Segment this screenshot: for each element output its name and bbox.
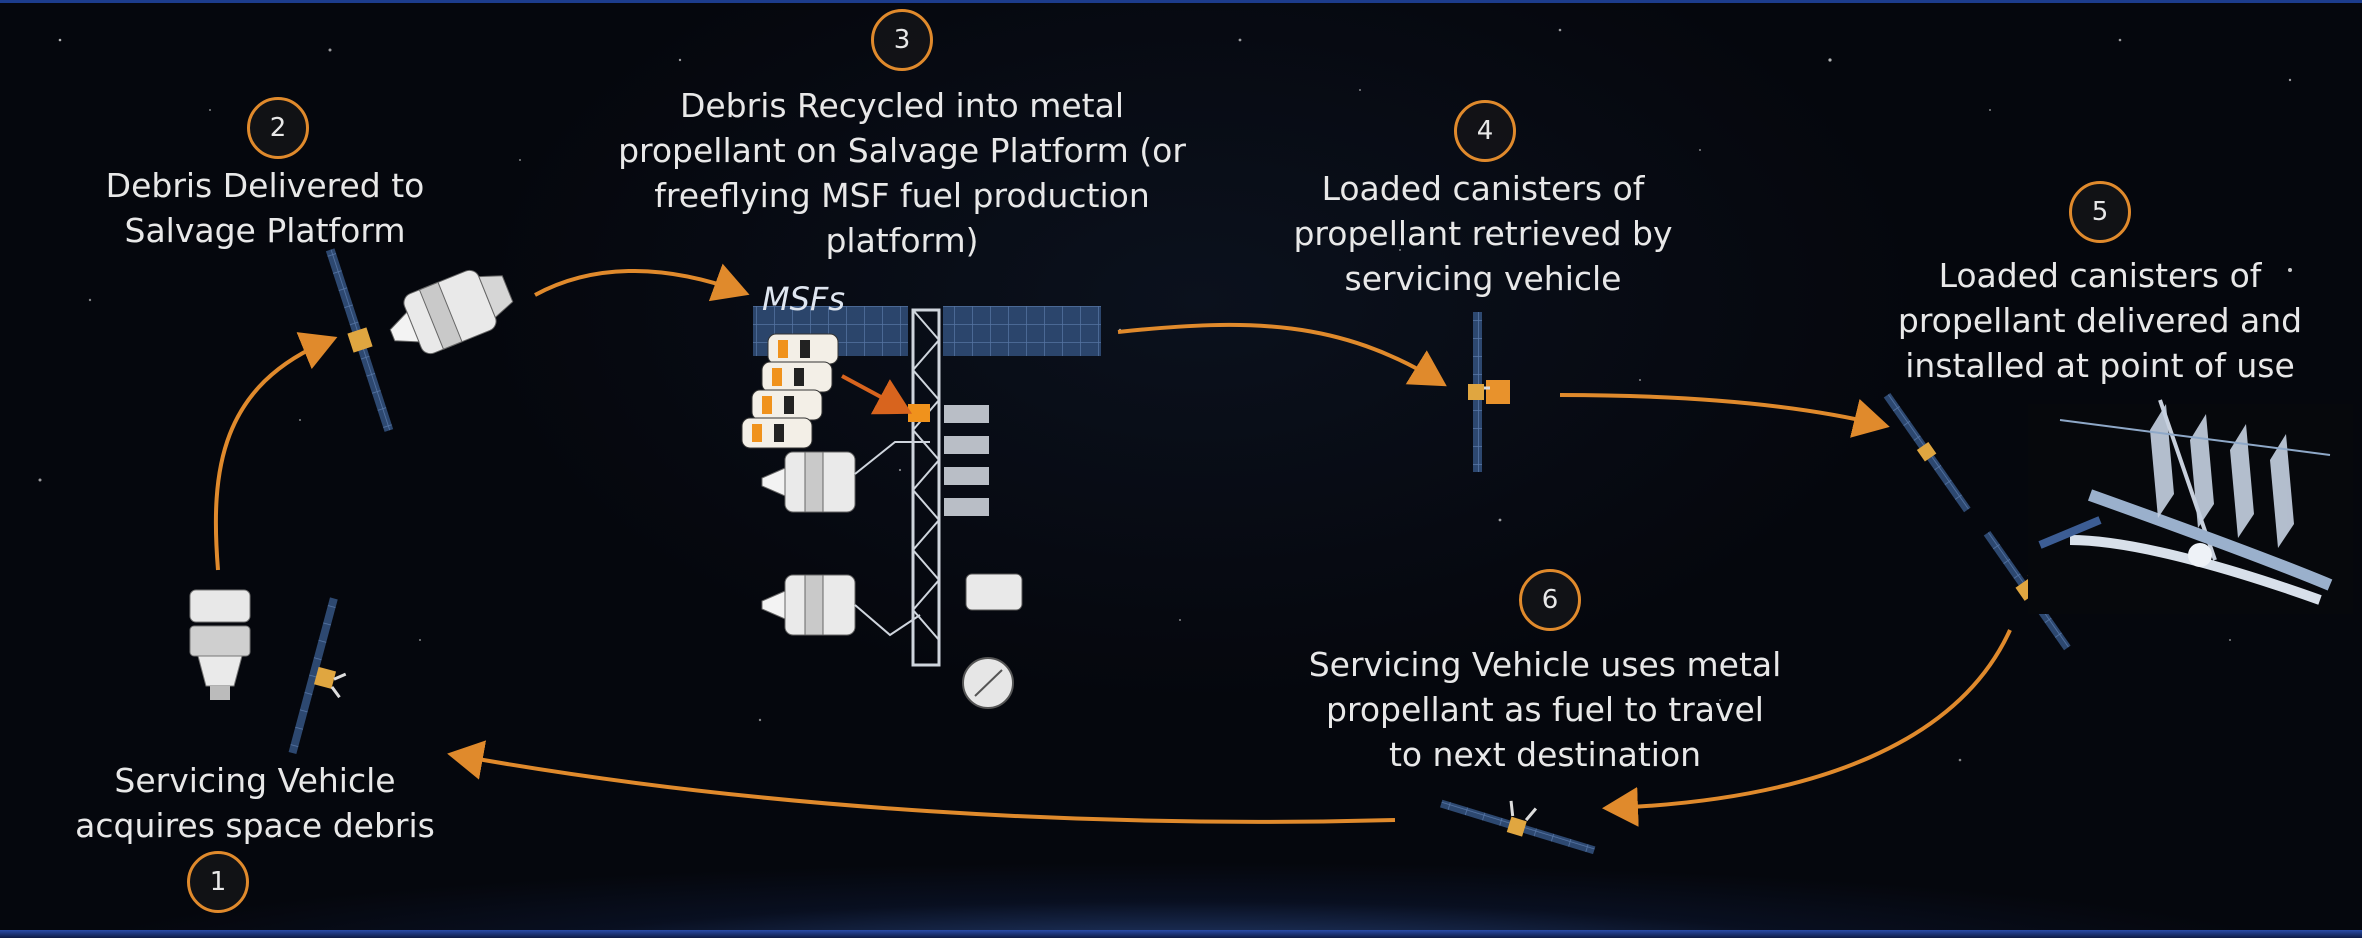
step-label-2: Debris Delivered to Salvage Platform — [105, 166, 425, 250]
step-badge-1: 1 — [187, 851, 249, 913]
debris-stage-icon-2 — [389, 269, 514, 355]
earth-horizon — [0, 930, 2362, 938]
arrow-6-to-1 — [447, 740, 1396, 824]
canister-icon — [741, 333, 839, 449]
step-label-3: Debris Recycled into metal propellant on… — [618, 86, 1186, 260]
debris-stage-icon-1 — [189, 589, 251, 700]
arrow-3-to-4 — [1117, 322, 1447, 387]
step-badge-2: 2 — [247, 97, 309, 159]
servicing-vehicle-icon-4 — [1468, 312, 1510, 472]
arrow-5-to-6 — [1602, 629, 2012, 827]
arrow-1-to-2 — [213, 332, 338, 571]
salvage-platform-icon — [741, 306, 1101, 709]
step-badge-5: 5 — [2069, 181, 2131, 243]
msf-label: MSFs — [762, 280, 845, 318]
servicing-vehicle-icon-2 — [325, 248, 394, 432]
servicing-vehicle-icon-5a — [1883, 392, 1971, 513]
space-station-icon — [2028, 399, 2353, 614]
arrow-2-to-3 — [534, 263, 750, 302]
arrow-4-to-5 — [1559, 393, 1890, 438]
step-badge-3: 3 — [871, 9, 933, 71]
step-label-5: Loaded canisters of propellant delivered… — [1897, 256, 2303, 385]
stars — [38, 28, 2292, 762]
step-label-1: Servicing Vehicle acquires space debris — [75, 761, 435, 845]
step-label-6: Servicing Vehicle uses metal propellant … — [1308, 645, 1782, 774]
step-badge-4: 4 — [1454, 100, 1516, 162]
step-badge-6: 6 — [1519, 569, 1581, 631]
step-label-4: Loaded canisters of propellant retrieved… — [1293, 169, 1673, 298]
servicing-vehicle-icon-1 — [288, 597, 347, 755]
cycle-arrows — [213, 263, 2012, 827]
servicing-vehicle-icon-6 — [1440, 799, 1596, 855]
top-border — [0, 0, 2362, 3]
